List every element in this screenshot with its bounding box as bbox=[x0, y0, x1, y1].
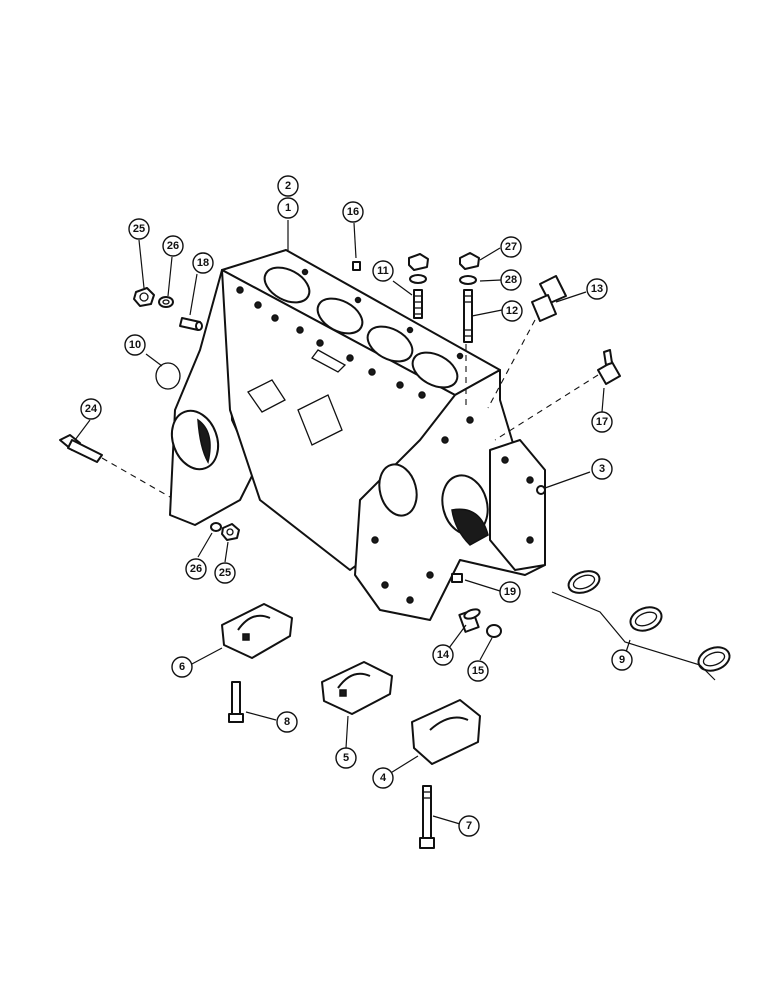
block-rear-flange bbox=[489, 439, 546, 571]
cylinder-bore-3 bbox=[366, 325, 414, 363]
callout-25-top: 25 bbox=[128, 218, 150, 240]
engine-block bbox=[169, 249, 546, 621]
svg-text:18: 18 bbox=[197, 257, 209, 269]
svg-text:7: 7 bbox=[466, 820, 472, 832]
cam-bearing-2 bbox=[629, 606, 663, 632]
callout-19: 19 bbox=[499, 581, 521, 603]
expansion-plug bbox=[155, 362, 181, 390]
stud-nut-washer bbox=[408, 253, 429, 284]
callout-6: 6 bbox=[171, 656, 193, 678]
stud-nut bbox=[459, 252, 480, 270]
svg-text:14: 14 bbox=[437, 649, 450, 661]
callout-11: 11 bbox=[372, 260, 394, 282]
cam-bearing-bracket-line bbox=[551, 591, 716, 681]
pipe-plug bbox=[536, 485, 546, 495]
callout-15: 15 bbox=[467, 660, 489, 682]
callout-24: 24 bbox=[80, 398, 102, 420]
callout-4: 4 bbox=[372, 767, 394, 789]
svg-text:25: 25 bbox=[133, 223, 145, 235]
callout-17: 17 bbox=[591, 411, 613, 433]
callout-9: 9 bbox=[611, 649, 633, 671]
callout-27: 27 bbox=[500, 236, 522, 258]
svg-text:26: 26 bbox=[167, 240, 179, 252]
svg-text:9: 9 bbox=[619, 654, 625, 666]
callout-26-top: 26 bbox=[162, 235, 184, 257]
nut-bottom-left bbox=[221, 523, 240, 541]
stud-washer bbox=[459, 275, 477, 285]
callouts: 2 1 16 25 26 18 10 11 27 28 12 13 17 3 2… bbox=[80, 175, 633, 837]
svg-text:5: 5 bbox=[343, 752, 349, 764]
side-boss-3 bbox=[311, 349, 347, 373]
cap-bolt-short bbox=[228, 681, 244, 723]
main-bearing-cap-front bbox=[221, 603, 293, 659]
nut-top-left bbox=[133, 287, 155, 307]
lock-washer-top-left bbox=[158, 296, 174, 308]
plug-19 bbox=[451, 573, 463, 583]
front-bore-shadow bbox=[197, 418, 211, 465]
callout-5: 5 bbox=[335, 747, 357, 769]
callout-3: 3 bbox=[591, 458, 613, 480]
lock-washer-bottom-left bbox=[210, 522, 222, 532]
svg-text:26: 26 bbox=[190, 563, 202, 575]
drain-plug bbox=[458, 608, 481, 633]
svg-text:28: 28 bbox=[505, 274, 517, 286]
rear-bore-shadow bbox=[451, 508, 489, 546]
breather-fitting bbox=[597, 349, 621, 385]
callout-18: 18 bbox=[192, 252, 214, 274]
cam-bearing-1 bbox=[567, 570, 601, 594]
small-plug bbox=[352, 261, 361, 271]
callout-26-bottom: 26 bbox=[185, 558, 207, 580]
stud-long bbox=[463, 289, 473, 343]
long-bolt bbox=[59, 434, 103, 463]
svg-text:12: 12 bbox=[506, 305, 518, 317]
callout-10: 10 bbox=[124, 334, 146, 356]
oil-sleeve bbox=[531, 275, 567, 322]
side-boss-1 bbox=[247, 379, 286, 413]
drain-plug-gasket bbox=[486, 624, 502, 638]
assembly-dashed-lines bbox=[101, 319, 599, 498]
main-bearing-cap-rear bbox=[411, 699, 481, 765]
callout-16: 16 bbox=[342, 201, 364, 223]
main-bearing-cap-center bbox=[321, 661, 393, 715]
svg-text:15: 15 bbox=[472, 665, 484, 677]
leader-lines bbox=[74, 220, 631, 825]
svg-text:25: 25 bbox=[219, 567, 231, 579]
cylinder-bore-1 bbox=[263, 266, 311, 304]
svg-text:6: 6 bbox=[179, 661, 185, 673]
deck-bolt-holes bbox=[236, 268, 464, 399]
callout-14: 14 bbox=[432, 644, 454, 666]
cam-bearing-3 bbox=[697, 646, 731, 672]
side-boss-2 bbox=[297, 394, 343, 446]
callout-8: 8 bbox=[276, 711, 298, 733]
callout-1: 1 bbox=[277, 197, 299, 219]
callout-13: 13 bbox=[586, 278, 608, 300]
svg-text:8: 8 bbox=[284, 716, 290, 728]
callout-28: 28 bbox=[500, 269, 522, 291]
dowel-pin bbox=[179, 317, 203, 331]
svg-text:3: 3 bbox=[599, 463, 605, 475]
svg-text:11: 11 bbox=[377, 265, 389, 277]
cylinder-bore-4 bbox=[411, 351, 459, 389]
rear-bore-left bbox=[378, 463, 418, 517]
svg-text:27: 27 bbox=[505, 241, 517, 253]
callout-7: 7 bbox=[458, 815, 480, 837]
svg-text:24: 24 bbox=[85, 403, 98, 415]
callout-12: 12 bbox=[501, 300, 523, 322]
svg-text:10: 10 bbox=[129, 339, 141, 351]
svg-text:13: 13 bbox=[591, 283, 603, 295]
callout-25-bottom: 25 bbox=[214, 562, 236, 584]
svg-text:4: 4 bbox=[380, 772, 387, 784]
callout-2: 2 bbox=[277, 175, 299, 197]
cylinder-bore-2 bbox=[316, 297, 364, 335]
stud-short bbox=[413, 289, 423, 319]
svg-text:2: 2 bbox=[285, 180, 291, 192]
svg-text:19: 19 bbox=[504, 586, 516, 598]
svg-text:17: 17 bbox=[596, 416, 608, 428]
rear-housing-bolt-holes bbox=[371, 416, 534, 604]
svg-text:1: 1 bbox=[285, 202, 291, 214]
cap-bolt-long bbox=[419, 785, 435, 849]
svg-text:16: 16 bbox=[347, 206, 359, 218]
